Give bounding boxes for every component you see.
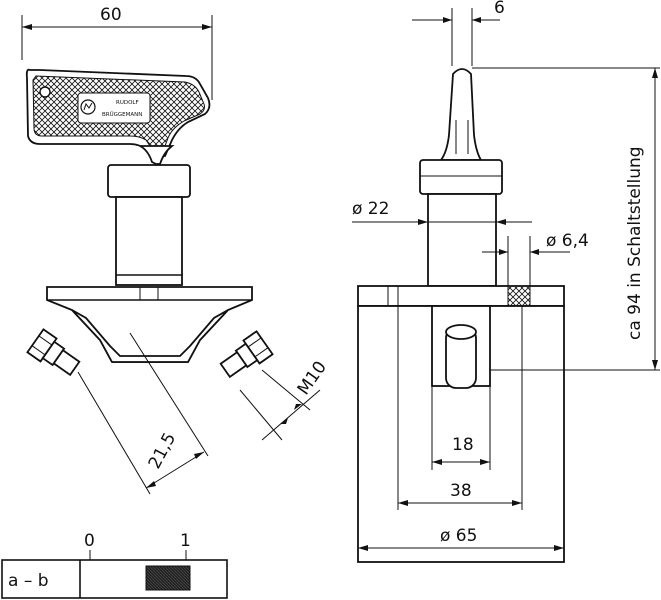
position-off-label: 0: [84, 531, 95, 551]
terminal-left: [26, 328, 81, 377]
switch-position-table: 0 1 a – b: [1, 531, 228, 599]
dim-key-width: 60: [100, 5, 122, 25]
circuit-label: a – b: [8, 571, 49, 591]
shaft-side: [427, 193, 497, 287]
dimension-shaft-diameter: ø 22: [352, 199, 532, 225]
dim-terminal-length: 21,5: [145, 430, 180, 473]
dim-height: ca 94 in Schaltstellung: [625, 146, 645, 340]
dim-shaft-diameter: ø 22: [352, 199, 389, 219]
left-view: 60 RUDOLF BRÜGGEMANN: [21, 5, 331, 495]
dim-base-diameter: ø 65: [440, 526, 477, 546]
key-head: RUDOLF BRÜGGEMANN: [25, 68, 211, 165]
dim-thread: M10: [294, 358, 331, 399]
dimension-height: ca 94 in Schaltstellung: [472, 67, 660, 371]
dimension-base-diameter: ø 65: [358, 526, 564, 551]
terminal-right: [219, 330, 274, 379]
collar-side: [419, 159, 503, 195]
dim-stud-width: 18: [452, 435, 474, 455]
dim-key-thickness: 6: [494, 0, 505, 18]
dimension-hole-spacing: 38: [397, 306, 523, 510]
dim-hole-spacing: 38: [450, 481, 472, 501]
key-profile: [439, 68, 483, 161]
right-view: 6 ø 22: [352, 0, 660, 563]
body-side: [357, 285, 565, 307]
shaft: [115, 196, 183, 286]
brand-line-2: BRÜGGEMANN: [102, 111, 142, 118]
flange: [46, 286, 253, 363]
dimension-thread: M10: [239, 358, 331, 441]
dimension-stud-width: 18: [431, 386, 491, 470]
collar: [107, 164, 191, 198]
brand-line-1: RUDOLF: [116, 100, 139, 106]
dimension-hole-diameter: ø 6,4: [482, 231, 589, 286]
dim-hole-diameter: ø 6,4: [546, 231, 589, 251]
dimension-key-thickness: 6: [412, 0, 505, 66]
contact-closed-marker: [145, 565, 191, 591]
dimension-key-width: 60: [21, 5, 213, 100]
position-on-label: 1: [180, 531, 191, 551]
